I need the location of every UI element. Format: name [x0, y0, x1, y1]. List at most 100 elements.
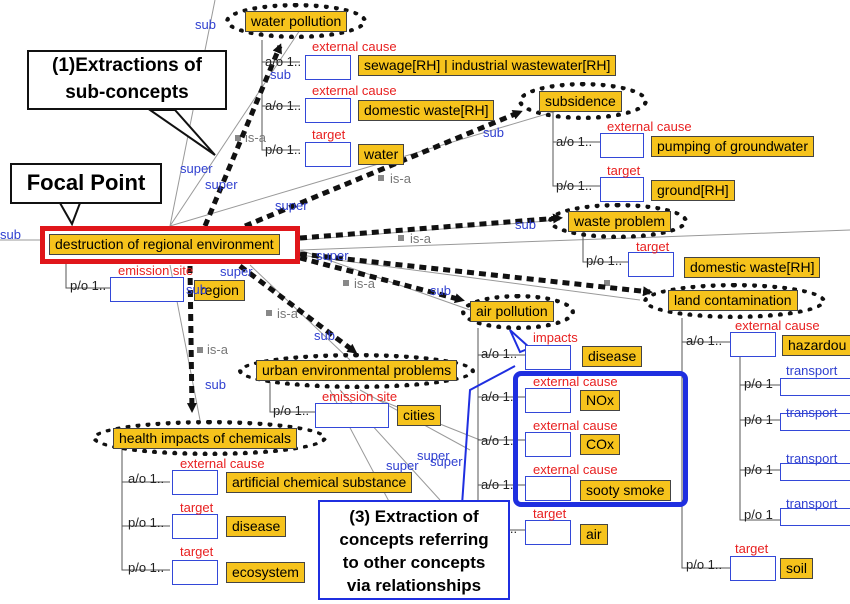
node-water: water	[358, 144, 405, 165]
cardinality-ao: a/o 1..	[481, 433, 518, 448]
rel-sub: sub	[515, 217, 536, 232]
ellipse-water-pollution	[225, 3, 367, 39]
slot-box	[600, 177, 644, 202]
callout-extractions: (1)Extractions of sub-concepts	[27, 50, 227, 110]
cardinality-po: p/o 1..	[128, 515, 165, 530]
slot-box	[600, 133, 644, 158]
rel-is-a: is-a	[277, 306, 298, 321]
ellipse-subsidence	[518, 82, 648, 120]
cardinality-ao: a/o 1..	[265, 98, 302, 113]
callout-extractions-line2: sub-concepts	[65, 82, 189, 103]
cardinality-po: p/o 1..	[273, 403, 310, 418]
role-external-cause: external cause	[735, 318, 820, 333]
node-pumping: pumping of groundwater	[651, 136, 814, 157]
role-target: target	[180, 500, 214, 515]
cardinality-po: p/o 1..	[586, 253, 623, 268]
rel-super: super	[220, 264, 253, 279]
node-subsidence: subsidence	[539, 91, 622, 112]
slot-box	[172, 470, 218, 495]
node-nox: NOx	[580, 390, 620, 411]
slot-box	[525, 520, 571, 545]
slot-box	[628, 252, 674, 277]
callout-extraction3-line4: via relationships	[346, 576, 482, 595]
role-external-cause: external cause	[607, 119, 692, 134]
node-urban: urban environmental problems	[256, 360, 458, 381]
rel-is-a: is-a	[207, 342, 228, 357]
rel-super: super	[316, 248, 349, 263]
cardinality-po: p/o 1	[744, 412, 773, 427]
rel-sub: sub	[186, 282, 207, 297]
cardinality-ao: a/o 1..	[481, 389, 518, 404]
node-land-contamination: land contamination	[668, 290, 798, 311]
role-external-cause: external cause	[312, 83, 397, 98]
rel-sub: sub	[430, 283, 451, 298]
node-ground: ground[RH]	[651, 180, 735, 201]
slot-box	[730, 332, 776, 357]
callout-focal-text: Focal Point	[26, 170, 146, 195]
callout-focal-point: Focal Point	[10, 163, 162, 204]
slot-box	[172, 514, 218, 539]
cardinality-po: p/o 1	[744, 462, 773, 477]
slot-box	[525, 476, 571, 501]
rel-transport: transport	[786, 451, 838, 466]
node-disease-2: disease	[226, 516, 287, 537]
ellipse-waste-problem	[548, 203, 688, 239]
rel-is-a: is-a	[354, 276, 375, 291]
cardinality-po: p/o 1	[744, 507, 773, 522]
node-air-pollution: air pollution	[470, 301, 554, 322]
rel-sub: sub	[205, 377, 226, 392]
node-soil: soil	[780, 558, 814, 579]
role-target: target	[735, 541, 769, 556]
slot-box	[780, 413, 850, 431]
role-target: target	[607, 163, 641, 178]
rel-super: super	[417, 448, 450, 463]
role-target: target	[180, 544, 214, 559]
slot-box	[780, 378, 850, 396]
node-destruction: destruction of regional environment	[49, 234, 280, 255]
callout-extraction-3: (3) Extraction of concepts referring to …	[318, 500, 510, 600]
slot-box	[305, 98, 351, 123]
rel-sub: sub	[483, 125, 504, 140]
slot-box	[780, 508, 850, 526]
slot-box	[525, 432, 571, 457]
rel-transport: transport	[786, 496, 838, 511]
node-domestic-waste-1: domestic waste[RH]	[358, 100, 495, 121]
role-emission-site: emission site	[322, 389, 398, 404]
role-target: target	[533, 506, 567, 521]
node-health: health impacts of chemicals	[113, 428, 297, 449]
tree-brackets	[65, 40, 780, 571]
node-sooty: sooty smoke	[580, 480, 671, 501]
role-external-cause: external cause	[533, 418, 618, 433]
rel-transport: transport	[786, 405, 838, 420]
node-waste-problem: waste problem	[568, 211, 672, 232]
rel-sub: sub	[0, 227, 21, 242]
ellipse-urban	[238, 353, 475, 389]
node-region: region	[194, 280, 245, 301]
slot-box	[305, 55, 351, 80]
cardinality-po: p/o 1..	[265, 142, 302, 157]
cardinality-po: p/o 1..	[70, 278, 107, 293]
role-impacts: impacts	[533, 330, 578, 345]
ellipse-health	[92, 420, 327, 456]
rel-is-a: is-a	[390, 171, 411, 186]
role-target: target	[636, 239, 670, 254]
cardinality-po: p/o 1	[744, 376, 773, 391]
cardinality-ao: a/o 1..	[556, 134, 593, 149]
role-emission-site: emission site	[118, 263, 194, 278]
slot-box	[525, 388, 571, 413]
node-hazardous: hazardou	[782, 335, 850, 356]
slot-box	[110, 277, 184, 302]
node-artificial: artificial chemical substance	[226, 472, 413, 493]
rel-is-a: is-a	[410, 231, 431, 246]
role-external-cause: external cause	[533, 374, 618, 389]
ellipse-land-contamination	[643, 283, 826, 319]
rel-sub: sub	[195, 17, 216, 32]
cardinality-po: p/o 1..	[128, 560, 165, 575]
slot-box	[172, 560, 218, 585]
is-a-markers	[197, 135, 610, 353]
node-domestic-waste-2: domestic waste[RH]	[684, 257, 821, 278]
node-cities: cities	[397, 405, 441, 426]
cardinality-ao: a/o 1..	[265, 54, 302, 69]
cardinality-ao: a/o 1..	[128, 471, 165, 486]
node-disease-1: disease	[582, 346, 643, 367]
